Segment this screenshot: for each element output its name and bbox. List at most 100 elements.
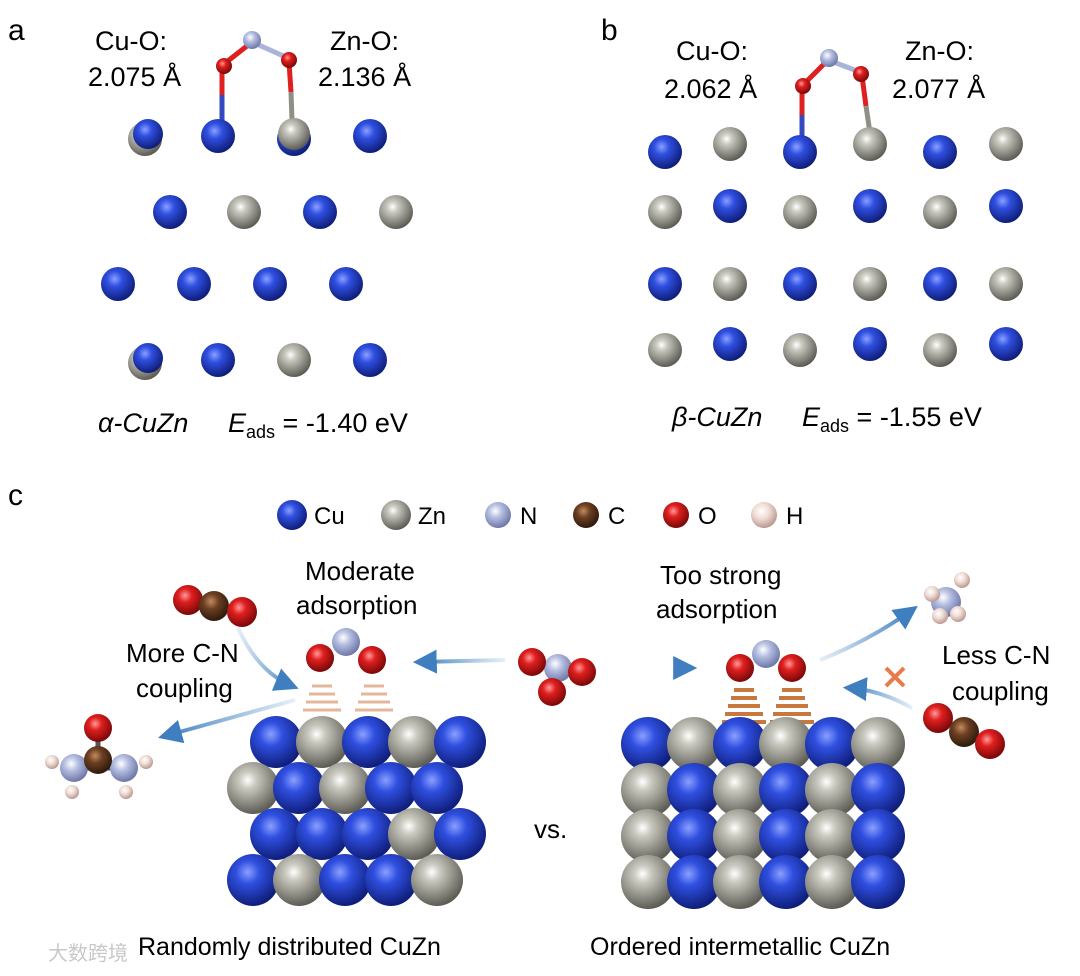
atom-zn <box>805 763 859 817</box>
blocked-cross-icon <box>884 666 906 688</box>
arrow-co-to-right-blocked <box>842 677 913 710</box>
legend-zn-swatch <box>381 500 411 530</box>
atom-zn <box>759 717 813 771</box>
atom-cu <box>353 343 387 377</box>
atom-cu <box>923 135 957 169</box>
atom-zn <box>273 854 325 906</box>
atom-cu <box>411 762 463 814</box>
legend-o-label: O <box>698 503 717 530</box>
atom-zn <box>713 267 747 301</box>
legend-n-swatch <box>485 502 511 528</box>
moderate-label-line1: Moderate <box>305 556 415 586</box>
arrow-to-urea <box>158 698 296 744</box>
atom-cu <box>713 717 767 771</box>
panel-c-letter: c <box>8 479 23 512</box>
atom-zn <box>923 333 957 367</box>
panel-a-energy: Eads = -1.40 eV <box>228 408 408 442</box>
right-caption: Ordered intermetallic CuZn <box>590 933 890 961</box>
ordered-cuzn-slab <box>621 717 905 909</box>
atom-cu <box>365 854 417 906</box>
atom-zn <box>989 127 1023 161</box>
panel-a-zn-o-value: 2.136 Å <box>318 61 411 92</box>
moderate-interaction-stripes <box>303 684 393 712</box>
atom-zn <box>853 267 887 301</box>
atom-zn <box>783 195 817 229</box>
arrow-to-nh3 <box>819 605 918 662</box>
atom-zn <box>648 333 682 367</box>
less-cn-line2: coupling <box>952 676 1049 706</box>
legend-cu-swatch <box>277 500 307 530</box>
atom-zn <box>278 118 310 150</box>
atom-zn <box>227 195 261 229</box>
left-caption: Randomly distributed CuZn <box>138 933 441 961</box>
atom-cu <box>783 135 817 169</box>
atom-zn <box>805 855 859 909</box>
panel-a-zn-o-label: Zn-O: <box>330 26 399 56</box>
atom-cu <box>303 195 337 229</box>
atom-cu <box>101 267 135 301</box>
panel-b-zn-o-label: Zn-O: <box>905 36 974 66</box>
atom-cu <box>201 119 235 153</box>
panel-b-cu-o-label: Cu-O: <box>676 36 748 66</box>
atom-cu <box>250 716 302 768</box>
arrow-co-to-left <box>236 627 299 691</box>
watermark: 大数跨境 <box>48 942 128 965</box>
atom-zn <box>621 809 675 863</box>
panel-b-energy: Eads = -1.55 eV <box>802 402 982 436</box>
atom-zn <box>713 855 767 909</box>
atom-cu <box>713 189 747 223</box>
atom-cu <box>365 762 417 814</box>
atom-cu <box>667 809 721 863</box>
atom-cu <box>713 327 747 361</box>
atom-cu <box>319 854 371 906</box>
panel-a-cu-o-label: Cu-O: <box>95 26 167 56</box>
atom-cu <box>989 189 1023 223</box>
atom-zn <box>851 717 905 771</box>
legend-cu-label: Cu <box>314 503 345 530</box>
atom-zn <box>379 195 413 229</box>
legend-h-swatch <box>751 502 777 528</box>
co-molecule-left <box>173 585 257 627</box>
atom-cu <box>851 763 905 817</box>
panel-a-cu-o-value: 2.075 Å <box>88 61 181 92</box>
legend-c-swatch <box>573 502 599 528</box>
co-molecule-right <box>923 703 1005 759</box>
atom-cu <box>342 716 394 768</box>
no2-strong <box>726 640 806 682</box>
no2-moderate <box>306 628 386 674</box>
atom-cu <box>201 343 235 377</box>
atom-cu <box>133 119 163 149</box>
atom-cu <box>805 717 859 771</box>
atom-cu <box>273 762 325 814</box>
atom-zn <box>853 127 887 161</box>
vs-label: vs. <box>534 814 567 844</box>
atom-zn <box>227 762 279 814</box>
panel-b-cu-o-value: 2.062 Å <box>664 73 757 104</box>
panel-b-lattice <box>648 127 1023 367</box>
no3-free <box>518 648 596 706</box>
atom-cu <box>153 195 187 229</box>
strong-label-line1: Too strong <box>660 560 781 590</box>
atom-cu <box>759 763 813 817</box>
panel-b: b Cu-O: 2.062 Å Zn-O: 2.077 Å β-CuZn Ead… <box>601 14 1023 436</box>
atom-cu <box>250 808 302 860</box>
moderate-label-line2: adsorption <box>296 590 417 620</box>
atom-cu <box>667 855 721 909</box>
random-cuzn-slab <box>227 716 486 906</box>
atom-zn <box>621 763 675 817</box>
panel-a: a Cu-O: 2.075 Å Zn-O: 2.136 Å α-CuZn Ead… <box>8 14 413 442</box>
atom-cu <box>989 327 1023 361</box>
atom-cu <box>177 267 211 301</box>
atom-zn <box>713 127 747 161</box>
atom-cu <box>759 855 813 909</box>
atom-zn <box>989 267 1023 301</box>
atom-cu <box>667 763 721 817</box>
atom-cu <box>759 809 813 863</box>
strong-interaction-stripes <box>722 688 814 724</box>
atom-cu <box>648 267 682 301</box>
atom-cu <box>851 809 905 863</box>
atom-zn <box>388 808 440 860</box>
atom-cu <box>923 267 957 301</box>
